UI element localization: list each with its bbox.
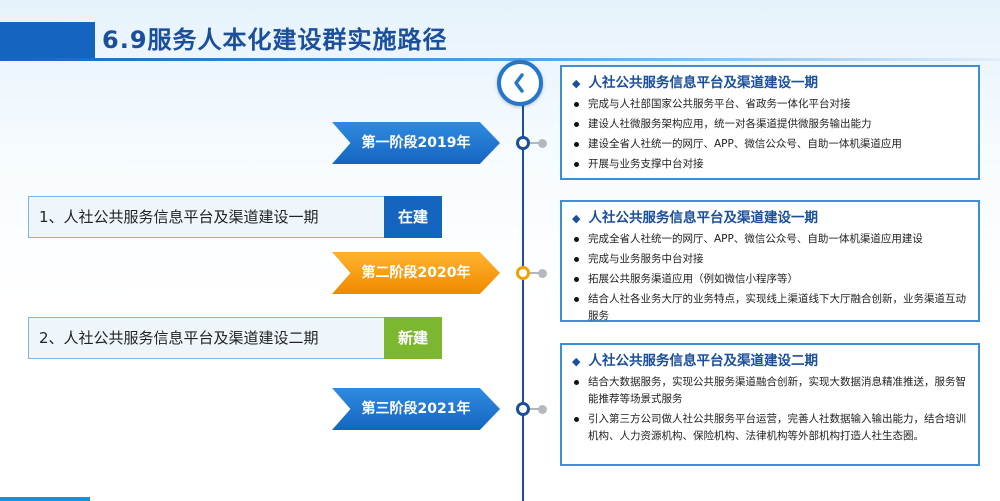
- stage-2-label: 第二阶段2020年: [361, 265, 471, 281]
- card-2-item-4: 结合人社各业务大厅的业务特点，实现线上渠道线下大厅融合创新，业务渠道互动服务: [572, 291, 968, 325]
- timeline-node-3: [516, 402, 530, 416]
- project-2-box: 2、人社公共服务信息平台及渠道建设二期 新建: [28, 317, 442, 359]
- card-3-title-text: 人社公共服务信息平台及渠道建设二期: [588, 353, 818, 369]
- project-2-label: 2、人社公共服务信息平台及渠道建设二期: [39, 329, 319, 347]
- project-1-status-badge: 在建: [384, 196, 442, 238]
- stage-3-card: ◆ 人社公共服务信息平台及渠道建设二期 结合大数据服务，实现公共服务渠道融合创新，…: [560, 343, 980, 466]
- node-1-connector: [530, 142, 542, 144]
- node-2-connector: [530, 272, 542, 274]
- card-1-item-2: 建设人社微服务架构应用，统一对各渠道提供微服务输出能力: [572, 116, 968, 133]
- card-1-title: ◆ 人社公共服务信息平台及渠道建设一期: [572, 73, 968, 94]
- diamond-bullet-icon: ◆: [572, 77, 581, 90]
- stage-1-card: ◆ 人社公共服务信息平台及渠道建设一期 完成与人社部国家公共服务平台、省政务一体化…: [560, 65, 980, 180]
- card-2-item-2: 完成与业务服务中台对接: [572, 251, 968, 268]
- project-2-status-badge: 新建: [384, 317, 442, 359]
- title-underline: [0, 58, 1000, 61]
- card-3-item-1: 结合大数据服务，实现公共服务渠道融合创新，实现大数据消息精准推送，服务智能推荐等…: [572, 374, 968, 408]
- stage-2-card: ◆ 人社公共服务信息平台及渠道建设一期 完成全省人社统一的网厅、APP、微信公众号…: [560, 200, 980, 322]
- project-1-box: 1、人社公共服务信息平台及渠道建设一期 在建: [28, 196, 442, 238]
- card-3-item-2: 引入第三方公司做人社公共服务平台运营，完善人社数据输入输出能力，结合培训机构、人…: [572, 411, 968, 445]
- stage-1-arrow: 第一阶段2019年: [332, 122, 500, 164]
- timeline-axis: [522, 84, 524, 501]
- card-1-title-text: 人社公共服务信息平台及渠道建设一期: [588, 75, 818, 91]
- footer-accent-bar: [0, 497, 90, 501]
- card-2-title: ◆ 人社公共服务信息平台及渠道建设一期: [572, 208, 968, 229]
- stage-2-arrow: 第二阶段2020年: [332, 252, 500, 294]
- card-1-item-1: 完成与人社部国家公共服务平台、省政务一体化平台对接: [572, 96, 968, 113]
- stage-1-label: 第一阶段2019年: [361, 135, 471, 151]
- card-2-item-1: 完成全省人社统一的网厅、APP、微信公众号、自助一体机渠道应用建设: [572, 231, 968, 248]
- diamond-bullet-icon: ◆: [572, 212, 581, 225]
- node-1-dot: [538, 139, 547, 148]
- timeline-node-1: [516, 136, 530, 150]
- project-1-label: 1、人社公共服务信息平台及渠道建设一期: [39, 208, 319, 226]
- card-2-title-text: 人社公共服务信息平台及渠道建设一期: [588, 210, 818, 226]
- node-3-dot: [538, 405, 547, 414]
- node-3-connector: [530, 408, 542, 410]
- page-title: 6.9服务人本化建设群实施路径: [102, 26, 448, 54]
- card-2-item-3: 拓展公共服务渠道应用（例如微信小程序等）: [572, 271, 968, 288]
- stage-3-label: 第三阶段2021年: [361, 401, 471, 417]
- card-1-item-4: 开展与业务支撑中台对接: [572, 156, 968, 173]
- timeline-node-2: [516, 266, 530, 280]
- card-1-item-3: 建设全省人社统一的网厅、APP、微信公众号、自助一体机渠道应用: [572, 136, 968, 153]
- clock-icon: [497, 60, 543, 106]
- diamond-bullet-icon: ◆: [572, 355, 581, 368]
- card-3-title: ◆ 人社公共服务信息平台及渠道建设二期: [572, 351, 968, 372]
- node-2-dot: [538, 269, 547, 278]
- stage-3-arrow: 第三阶段2021年: [332, 388, 500, 430]
- title-accent-block: [0, 22, 95, 58]
- clock-hands-icon: [514, 73, 524, 93]
